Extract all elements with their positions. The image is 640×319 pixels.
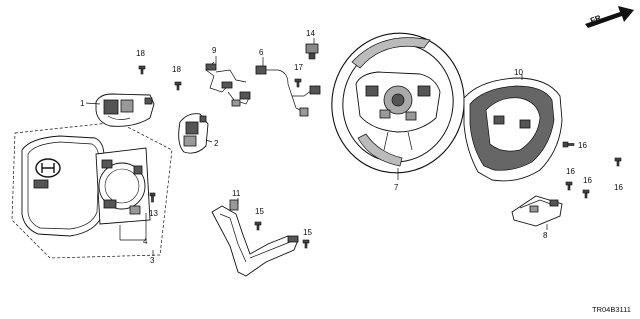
callout-3: 3 — [150, 256, 155, 265]
cable-6 — [255, 65, 321, 117]
callout-16-b: 16 — [566, 167, 575, 176]
callout-16-c: 16 — [583, 176, 592, 185]
screw-15-b — [302, 239, 310, 249]
front-direction-arrow: FR. — [585, 6, 634, 28]
callout-18-a: 18 — [136, 49, 145, 58]
callout-16-d: 16 — [614, 183, 623, 192]
wire-harness-9 — [205, 61, 251, 107]
right-switch-assembly — [178, 113, 209, 154]
callout-15-b: 15 — [303, 228, 312, 237]
airbag-module-assembly — [11, 121, 173, 259]
callout-18-b: 18 — [172, 65, 181, 74]
callout-6: 6 — [259, 48, 264, 57]
bracket-8 — [511, 195, 563, 227]
left-switch-assembly — [95, 93, 155, 127]
callout-10: 10 — [514, 68, 523, 77]
callout-14: 14 — [306, 29, 315, 38]
screw-16-a — [562, 141, 575, 148]
direction-label: FR. — [589, 13, 604, 26]
screw-18-b — [174, 81, 182, 91]
screw-17 — [294, 78, 302, 88]
screw-16-c — [582, 189, 590, 199]
callout-13: 13 — [149, 209, 158, 218]
lower-garnish-11 — [211, 199, 299, 277]
callout-8: 8 — [543, 231, 548, 240]
screw-15-a — [254, 221, 262, 231]
screw-18-a — [138, 65, 146, 75]
callout-4: 4 — [143, 237, 148, 246]
callout-2: 2 — [214, 139, 219, 148]
screw-16-d — [614, 157, 622, 167]
callout-15-a: 15 — [255, 207, 264, 216]
bolt-13 — [149, 192, 156, 203]
nut-14 — [305, 43, 319, 60]
rear-cover-10 — [463, 77, 563, 182]
callout-7: 7 — [394, 183, 399, 192]
callout-1: 1 — [80, 99, 85, 108]
screw-16-b — [565, 181, 573, 191]
steering-wheel-7 — [331, 32, 465, 174]
callout-9: 9 — [212, 46, 217, 55]
callout-11: 11 — [232, 189, 241, 198]
diagram-code: TR04B3111 — [592, 305, 631, 314]
callout-16-a: 16 — [578, 141, 587, 150]
callout-17: 17 — [294, 63, 303, 72]
